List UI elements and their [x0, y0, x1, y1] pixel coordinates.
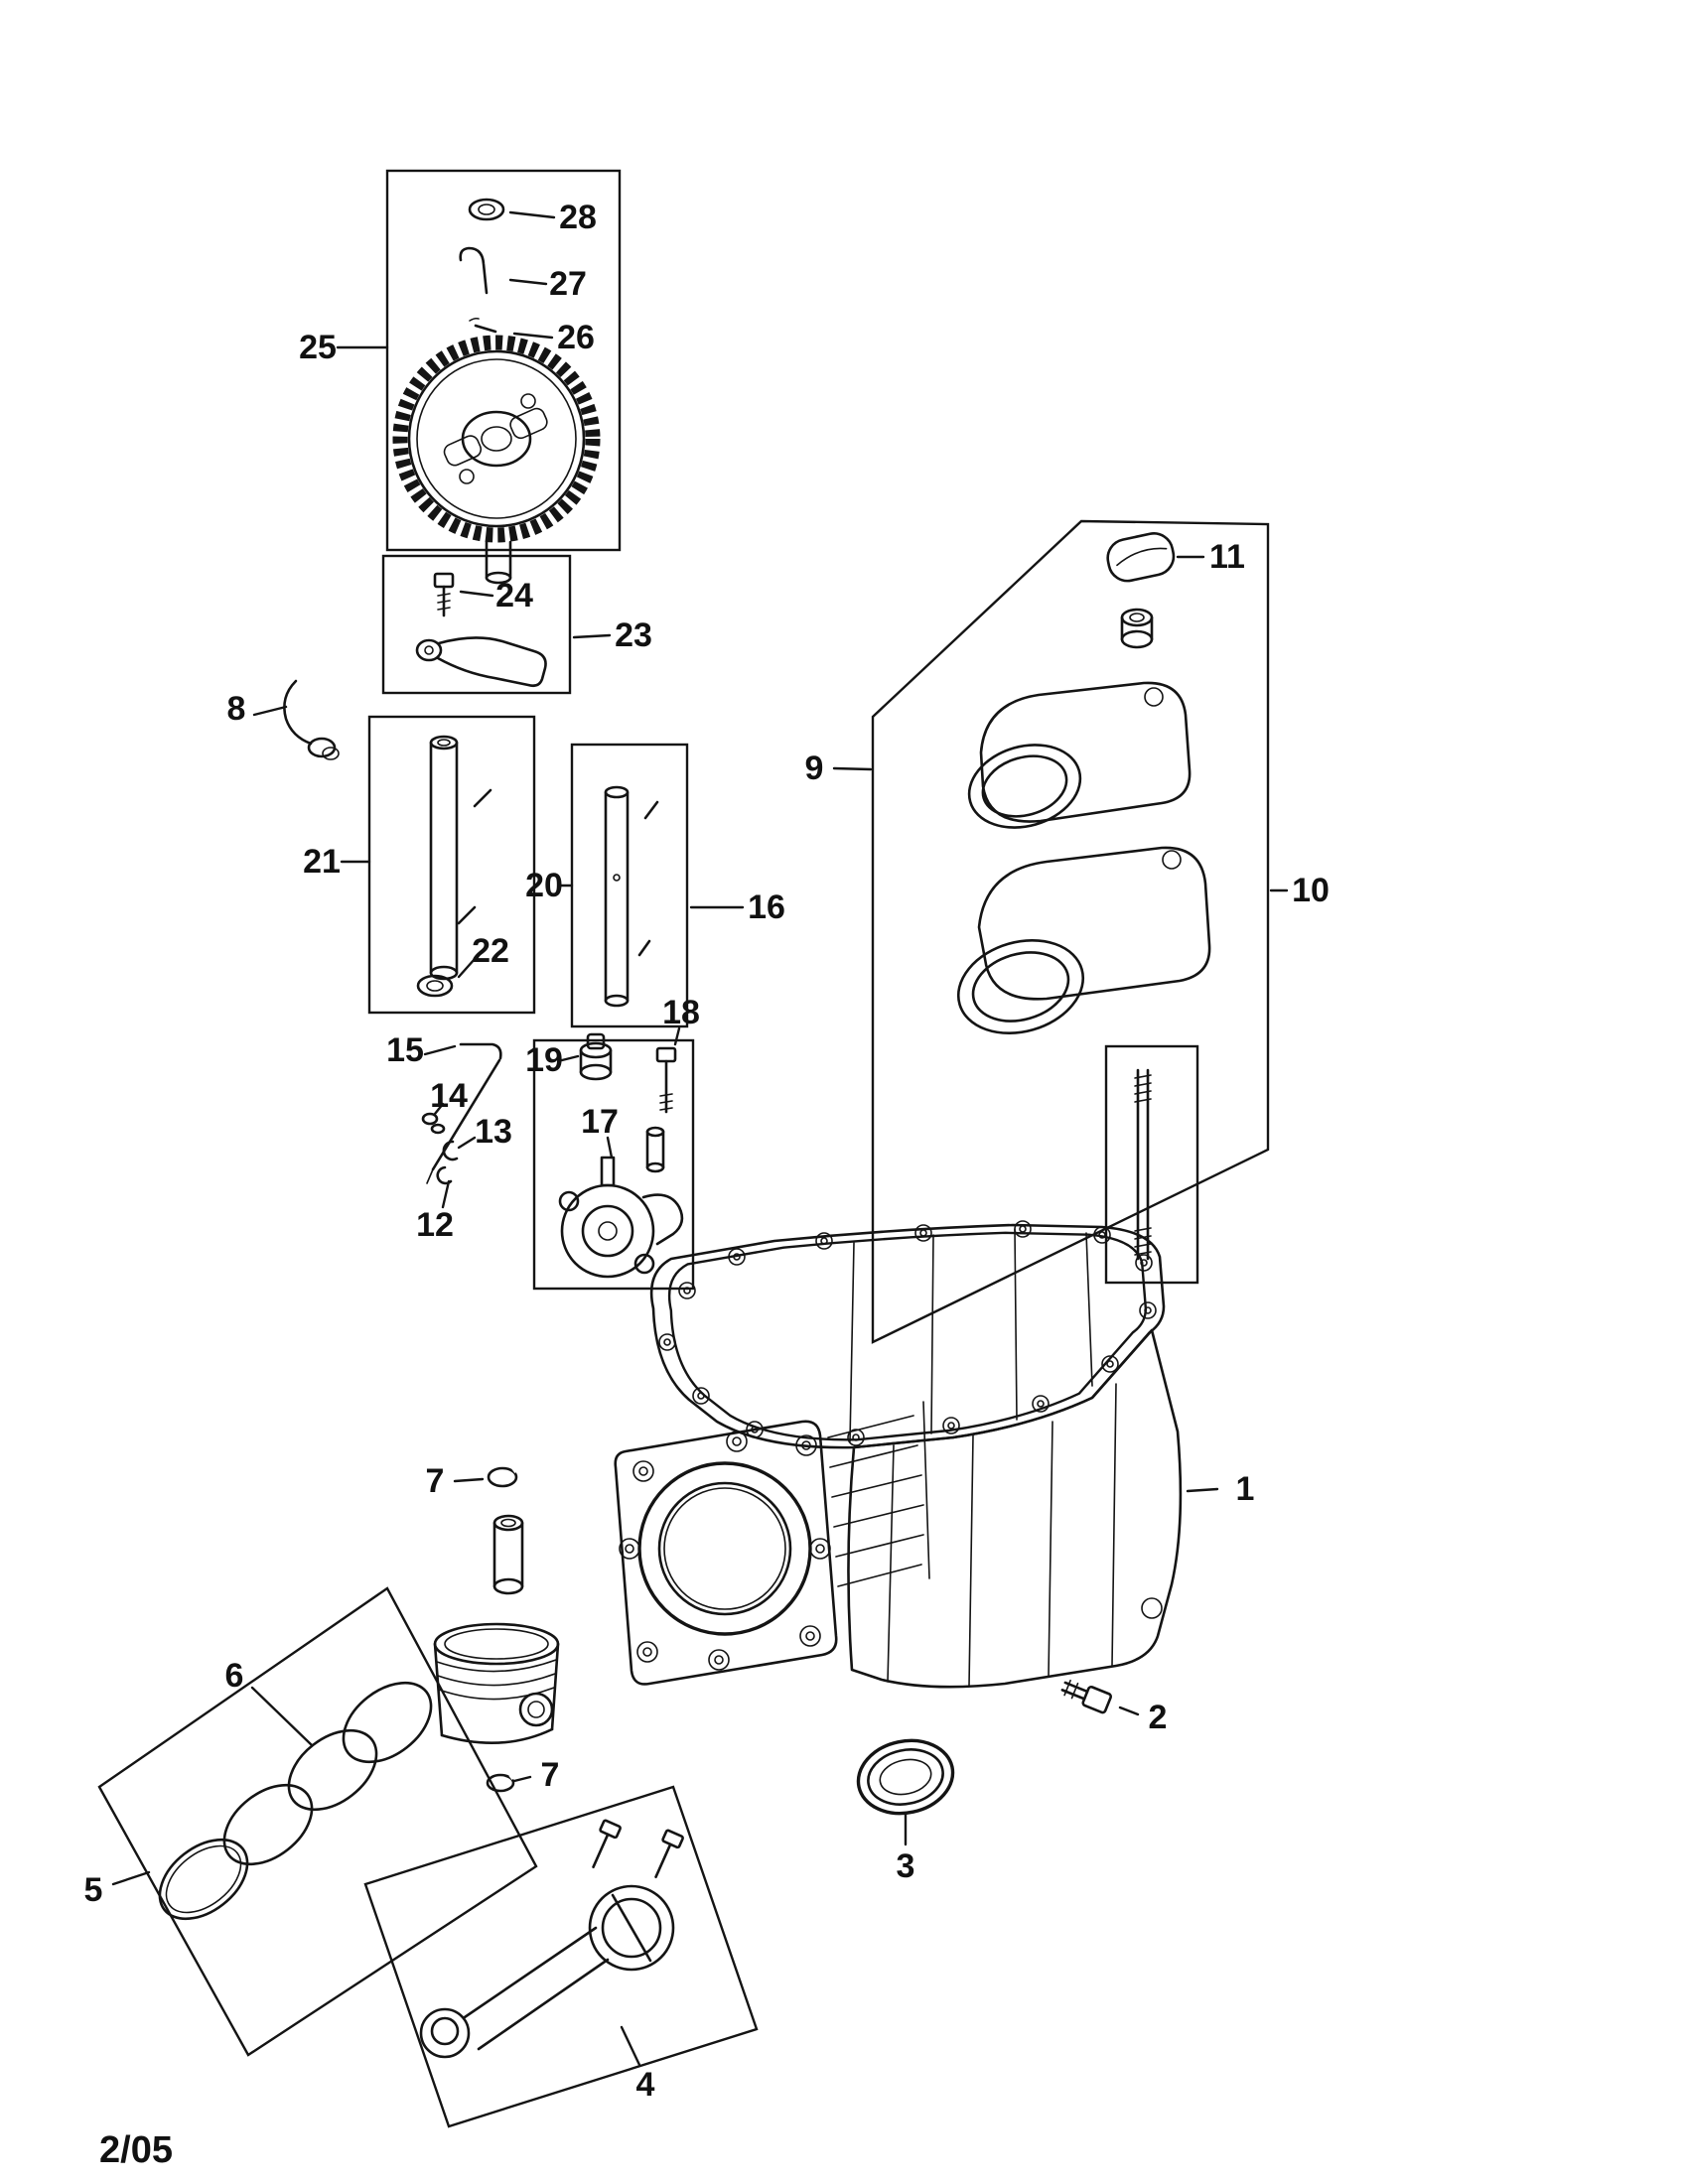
callout-17: 17 — [581, 1103, 619, 1141]
oil-pump-17 — [558, 1156, 684, 1279]
dipstick-tube-group-20 — [570, 743, 689, 1028]
washer-14 — [421, 1112, 439, 1126]
cylinder-barrel — [614, 1401, 930, 1686]
callout-21: 21 — [303, 843, 341, 881]
callout-2: 2 — [1149, 1699, 1168, 1736]
callout-23: 23 — [615, 616, 652, 654]
breather-assembly-group — [871, 519, 1270, 1344]
tube-20 — [604, 785, 630, 1008]
top-face-bolt-holes — [658, 1220, 1157, 1446]
group-box-17 — [532, 1038, 695, 1291]
relief-valve-19 — [579, 1032, 613, 1081]
wrist-pin — [492, 1514, 524, 1595]
pin — [637, 939, 651, 957]
group-box-5 — [97, 1586, 538, 2057]
pan-body — [847, 1328, 1183, 1689]
callout-13: 13 — [475, 1113, 512, 1151]
shift-arm-23 — [415, 636, 547, 688]
piston-ring — [287, 1728, 378, 1812]
screw-18 — [655, 1046, 677, 1114]
group-box-9 — [871, 519, 1270, 1344]
breather-cover-upper — [967, 681, 1192, 829]
group-box-21 — [367, 715, 536, 1015]
callout-9: 9 — [805, 750, 824, 787]
piston-ring — [158, 1838, 249, 1921]
group-box-25 — [385, 169, 622, 552]
clip-13 — [442, 1140, 459, 1161]
callout-7-duplicate: 7 — [541, 1756, 560, 1794]
piston-ring — [342, 1681, 433, 1764]
washer-14 — [430, 1123, 446, 1135]
callout-10: 10 — [1292, 872, 1330, 909]
breather-cover-lower-10 — [956, 846, 1211, 1035]
callout-15: 15 — [386, 1031, 424, 1069]
callout-5: 5 — [84, 1871, 103, 1909]
callout-11: 11 — [1209, 538, 1245, 576]
plug-2 — [1060, 1679, 1113, 1714]
group-box-4 — [363, 1785, 759, 2128]
callout-19: 19 — [525, 1041, 563, 1079]
breather-cap-11 — [1106, 532, 1176, 583]
callout-26: 26 — [557, 319, 595, 356]
bushing — [1120, 608, 1154, 649]
crankcase-1 — [614, 1220, 1183, 1689]
stud — [1134, 1068, 1152, 1261]
callout-18: 18 — [662, 994, 700, 1031]
group-box-stud — [1104, 1044, 1199, 1285]
callout-labels: 1 2 3 4 5 6 7 7 8 9 10 11 12 13 14 15 16… — [84, 199, 1330, 2104]
dipstick-tube-group-21 — [367, 715, 536, 1015]
callout-25: 25 — [299, 329, 337, 366]
revision-date: 2/05 — [99, 2129, 173, 2171]
pin — [457, 905, 477, 925]
callout-20: 20 — [525, 867, 563, 904]
pin — [643, 800, 659, 820]
callout-7: 7 — [426, 1462, 445, 1500]
bolt-24 — [433, 572, 455, 617]
grommet-22 — [416, 974, 454, 998]
connecting-rod-group — [363, 1785, 759, 2128]
tube-21 — [429, 735, 459, 981]
piston-ring — [222, 1783, 314, 1866]
callout-16: 16 — [748, 888, 785, 926]
dipstick-small-parts — [421, 1112, 459, 1185]
piston-6 — [433, 1622, 560, 1744]
camshaft-gear-25 — [392, 335, 601, 585]
piston-ring-set-group — [97, 1586, 538, 2057]
retaining-ring-7-lower — [486, 1773, 516, 1793]
oil-pump-group — [532, 1032, 695, 1291]
stabilizer-arm-group — [381, 554, 572, 695]
callout-4: 4 — [636, 2066, 655, 2104]
pin-26 — [469, 317, 497, 334]
rod-bolt — [592, 1819, 622, 1869]
oil-seal-3 — [856, 1738, 955, 1816]
piston-assembly — [433, 1466, 560, 1793]
callout-3: 3 — [897, 1847, 915, 1885]
callout-12: 12 — [416, 1206, 454, 1244]
oil-fill-elbow-8 — [283, 679, 340, 760]
group-box-16 — [570, 743, 689, 1028]
callout-27: 27 — [549, 265, 587, 303]
pin — [473, 788, 492, 808]
hook-lever-27 — [459, 246, 489, 295]
callout-24: 24 — [495, 577, 533, 614]
callout-1: 1 — [1236, 1470, 1255, 1508]
washer-28 — [468, 198, 505, 221]
camshaft-assembly-group — [385, 169, 622, 585]
callout-6: 6 — [225, 1657, 244, 1695]
spacer-tube — [645, 1126, 665, 1173]
callout-22: 22 — [472, 932, 509, 970]
leader-lines — [111, 210, 1289, 2067]
callout-28: 28 — [559, 199, 597, 236]
rod-bolt — [654, 1829, 684, 1879]
top-face-ribs — [849, 1228, 1093, 1442]
callout-14: 14 — [430, 1077, 468, 1115]
group-box-23 — [381, 554, 572, 695]
callout-8: 8 — [227, 690, 246, 728]
pan-wall-ribs — [887, 1383, 1163, 1687]
retaining-ring-7-upper — [487, 1466, 519, 1488]
connecting-rod-4 — [419, 1884, 675, 2059]
